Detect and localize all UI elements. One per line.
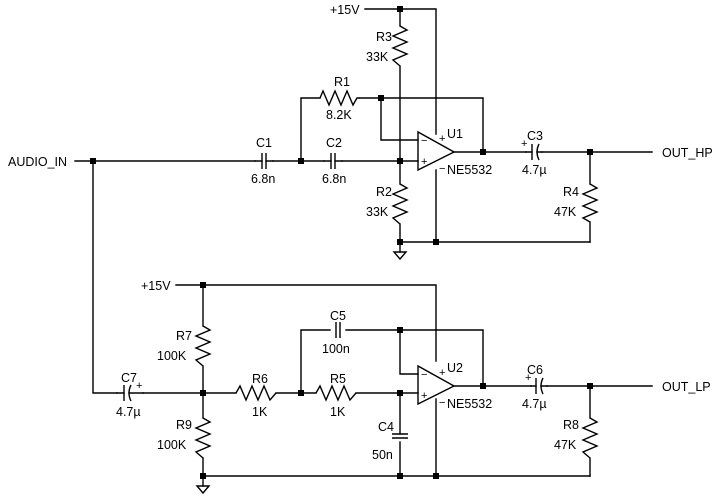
resistor-r7 [194,325,212,367]
c3-polarity-mark: + [521,138,527,150]
c7-ref: C7 [121,371,137,385]
c6-value: 4.7µ [522,397,547,411]
resistor-r6 [235,384,277,402]
r8-value: 47K [554,438,577,452]
resistor-r3 [391,25,409,67]
wires-top [74,8,653,394]
r9-value: 100K [157,438,187,452]
r3-value: 33K [366,50,389,64]
c7-value: 4.7µ [116,405,141,419]
c6-polarity-mark: + [525,372,531,384]
capacitor-c3 [525,143,543,161]
r5-ref: R5 [330,372,346,386]
u1-vplus-pin: + [439,133,445,145]
capacitor-c7 [116,384,144,402]
c3-ref: C3 [527,129,543,143]
u2-plus-pin: + [421,390,427,402]
opamp-u2 [417,364,456,406]
c1-ref: C1 [256,136,272,150]
capacitor-c2 [323,153,343,169]
resistor-r1 [319,89,360,107]
c2-value: 6.8n [322,172,346,186]
u2-value: NE5532 [447,397,492,411]
r7-value: 100K [157,349,187,363]
r2-value: 33K [366,205,389,219]
capacitor-c1 [254,153,274,169]
resistor-r8 [581,417,599,459]
r2-ref: R2 [376,185,392,199]
u2-minus-pin: − [421,369,427,381]
resistor-r4 [581,183,599,223]
u1-value: NE5532 [447,163,492,177]
resistor-r2 [391,183,409,225]
junction-dots [90,6,593,479]
c5-value: 100n [322,342,350,356]
resistor-r9 [194,417,212,459]
net-label-out-hp: OUT_HP [662,146,713,160]
opamp-u1 [417,130,456,172]
r4-value: 47K [554,205,577,219]
r6-value: 1K [252,405,268,419]
r1-value: 8.2K [326,108,352,122]
r6-ref: R6 [252,372,268,386]
wires-bottom [142,284,653,487]
c7-polarity-mark: + [136,380,142,392]
capacitor-c4 [392,433,408,439]
c5-ref: C5 [330,309,346,323]
c6-ref: C6 [527,363,543,377]
u1-vminus-pin: − [439,163,445,175]
c3-value: 4.7µ [522,163,547,177]
u2-vplus-pin: + [439,367,445,379]
u2-vminus-pin: − [439,397,445,409]
r8-ref: R8 [563,418,579,432]
net-label-vcc-top: +15V [330,3,360,17]
r9-ref: R9 [176,418,192,432]
r5-value: 1K [330,405,346,419]
r3-ref: R3 [376,30,392,44]
c4-value: 50n [372,448,393,462]
c4-ref: C4 [378,420,394,434]
capacitor-c5 [335,322,341,338]
net-label-vcc-bottom: +15V [141,279,171,293]
capacitor-c6 [530,377,548,395]
u1-plus-pin: + [421,156,427,168]
u2-ref: U2 [447,361,463,375]
u1-ref: U1 [447,127,463,141]
r4-ref: R4 [563,185,579,199]
ground-symbol-top [392,251,408,261]
c2-ref: C2 [326,136,342,150]
c1-value: 6.8n [251,172,275,186]
net-label-out-lp: OUT_LP [662,380,711,394]
r7-ref: R7 [176,329,192,343]
r1-ref: R1 [334,75,350,89]
u1-minus-pin: − [421,135,427,147]
ground-symbol-bottom [195,485,211,495]
net-label-audio-in: AUDIO_IN [8,155,67,169]
resistor-r5 [315,384,357,402]
